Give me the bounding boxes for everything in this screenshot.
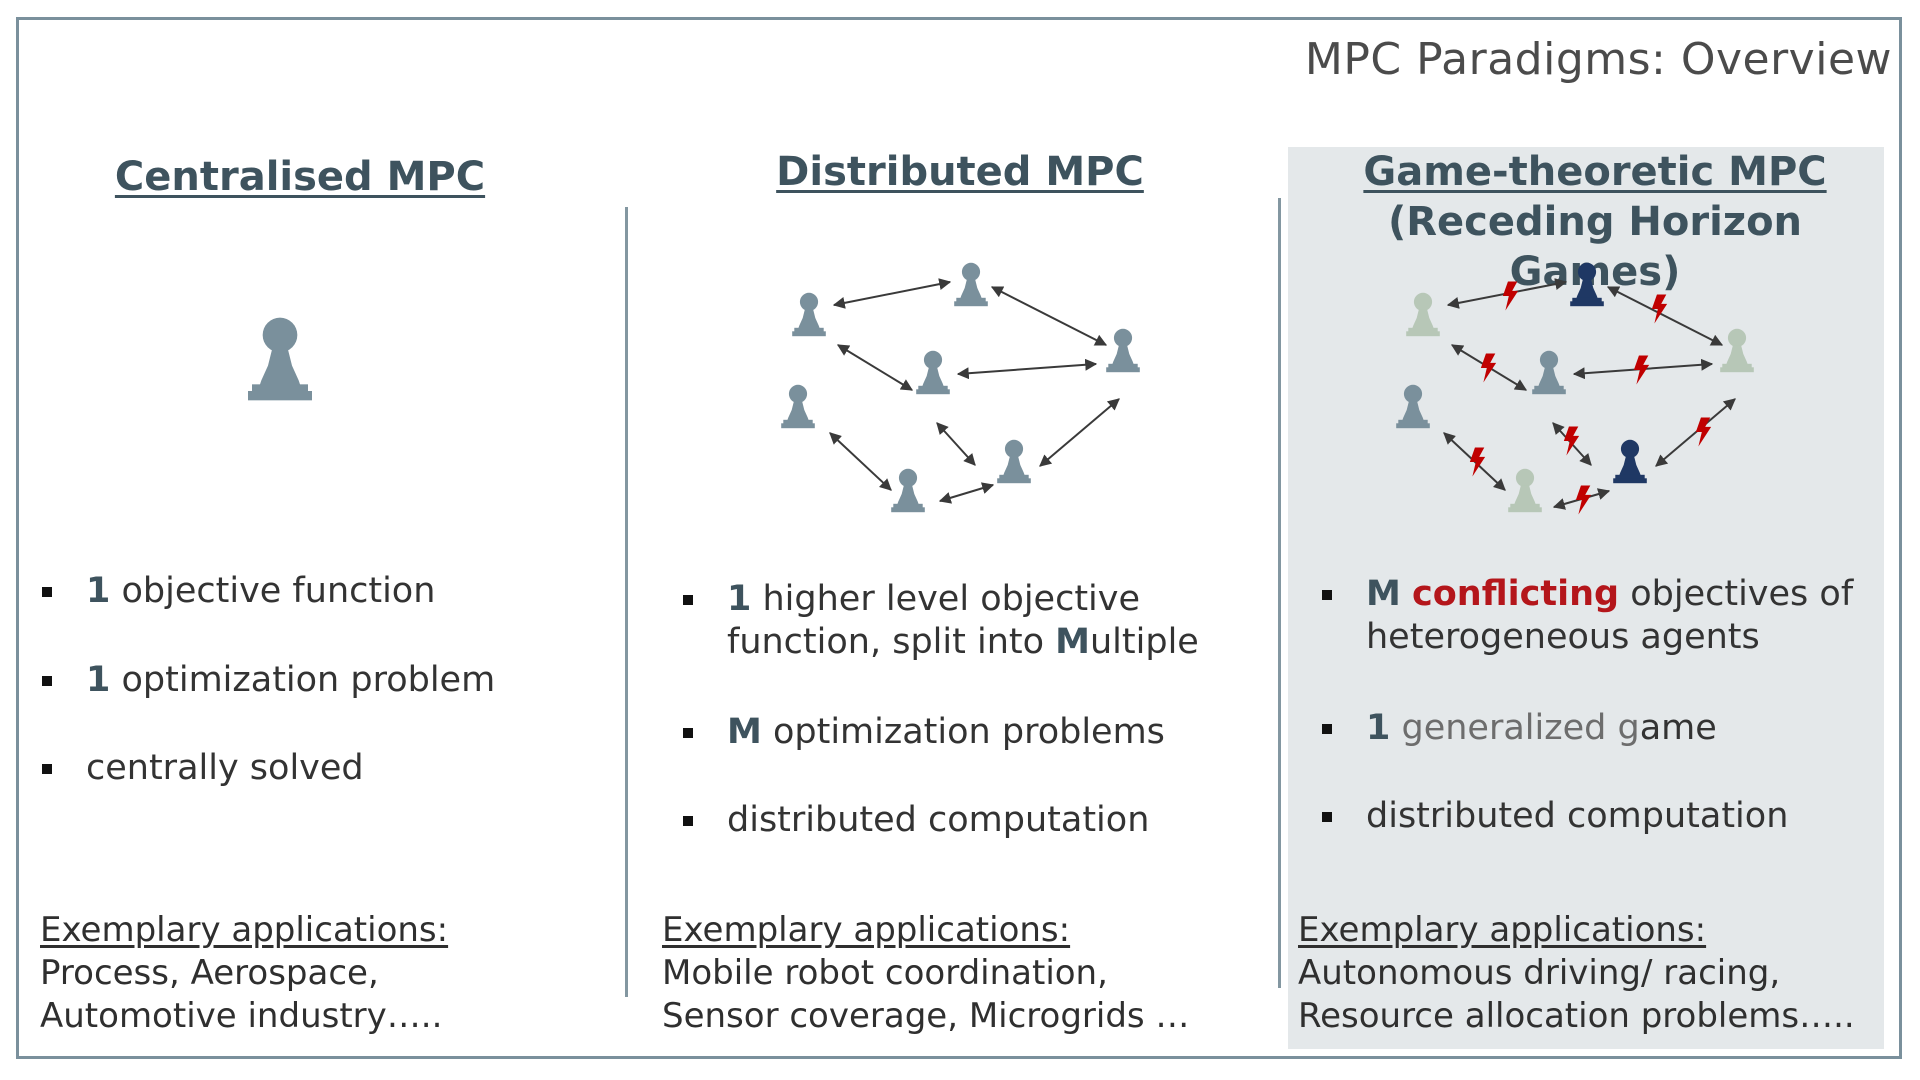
heading-game-theoretic-text: Game-theoretic MPC bbox=[1363, 149, 1827, 195]
distributed-links bbox=[829, 278, 1120, 504]
lightning-icon bbox=[1575, 485, 1592, 515]
slide-frame bbox=[16, 17, 1902, 1059]
game-applications: Exemplary applications: Autonomous drivi… bbox=[1298, 910, 1855, 1036]
divider-left bbox=[625, 207, 628, 997]
lightning-icon bbox=[1563, 426, 1580, 456]
lightning-icon bbox=[1651, 294, 1668, 324]
game-pawns bbox=[1396, 262, 1754, 513]
pawn-icon bbox=[1406, 292, 1440, 337]
heading-centralised-text: Centralised MPC bbox=[114, 154, 486, 200]
list-item: centrally solved bbox=[42, 747, 495, 790]
pawn-icon bbox=[781, 384, 815, 429]
centralised-bullets: 1 objective function 1 optimization prob… bbox=[42, 570, 495, 790]
lightning-icon bbox=[1502, 281, 1519, 311]
list-item: 1 objective function bbox=[42, 570, 495, 613]
pawn-icon bbox=[997, 439, 1031, 484]
heading-distributed-text: Distributed MPC bbox=[776, 149, 1144, 195]
distributed-pawns bbox=[781, 262, 1140, 513]
pawn-icon bbox=[1532, 350, 1566, 395]
pawn-icon bbox=[891, 468, 925, 513]
distributed-applications: Exemplary applications: Mobile robot coo… bbox=[662, 910, 1190, 1036]
pawn-icon bbox=[1106, 328, 1140, 373]
pawn-icon bbox=[1570, 262, 1604, 307]
pawn-icon bbox=[916, 350, 950, 395]
list-item: M optimization problems bbox=[683, 711, 1199, 754]
pawn-icon bbox=[954, 262, 988, 307]
list-item: 1 generalized game bbox=[1322, 707, 1853, 750]
pawn-icon bbox=[1508, 468, 1542, 513]
centralised-applications: Exemplary applications: Process, Aerospa… bbox=[40, 910, 449, 1036]
heading-distributed: Distributed MPC bbox=[735, 147, 1185, 197]
pawn-icon bbox=[792, 292, 826, 337]
list-item: distributed computation bbox=[1322, 795, 1853, 838]
page-title: MPC Paradigms: Overview bbox=[1304, 34, 1892, 85]
list-item: distributed computation bbox=[683, 799, 1199, 842]
central-pawn-icon bbox=[248, 317, 312, 401]
lightning-icon bbox=[1633, 355, 1650, 385]
conflict-bolts bbox=[1469, 281, 1712, 515]
heading-centralised: Centralised MPC bbox=[90, 152, 510, 202]
lightning-icon bbox=[1469, 447, 1486, 477]
lightning-icon bbox=[1480, 353, 1497, 383]
list-item: 1 optimization problem bbox=[42, 659, 495, 702]
pawn-icon bbox=[1396, 384, 1430, 429]
game-links bbox=[1443, 278, 1736, 510]
pawn-icon bbox=[1613, 439, 1647, 484]
divider-right bbox=[1278, 198, 1281, 988]
pawn-icon bbox=[1720, 328, 1754, 373]
